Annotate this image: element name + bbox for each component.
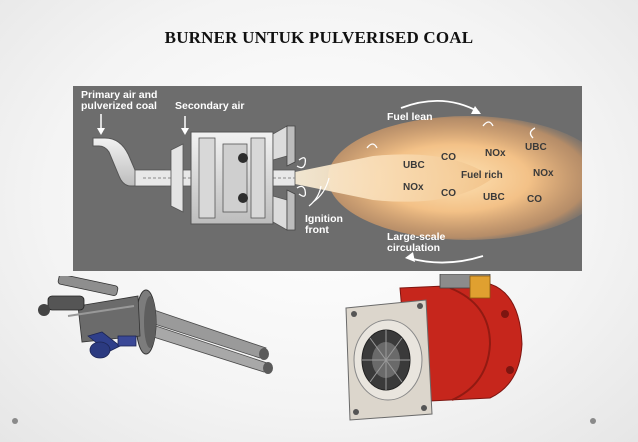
species-nox-1: NOx [485, 148, 506, 159]
label-secondary-air: Secondary air [175, 100, 245, 112]
species-nox-2: NOx [403, 182, 424, 193]
flame-core [295, 154, 493, 202]
coal-burner-lance-photo [38, 276, 273, 374]
species-nox-3: NOx [533, 168, 554, 179]
burner-diagram: Primary air and pulverized coal Secondar… [73, 86, 582, 271]
label-primary-air-1: Primary air and [81, 89, 158, 101]
species-ubc-3: UBC [483, 192, 505, 203]
species-ubc-1: UBC [403, 160, 425, 171]
burner-diagram-graphic [92, 100, 582, 264]
slide-dot-right [590, 418, 596, 424]
species-co-2: CO [441, 188, 456, 199]
label-large-scale-2: circulation [387, 242, 441, 254]
label-fuel-lean: Fuel lean [387, 111, 433, 123]
label-ignition-1: Ignition [305, 213, 343, 225]
red-burner-register-photo [345, 274, 523, 421]
label-large-scale-1: Large-scale [387, 231, 446, 243]
species-co-3: CO [527, 194, 542, 205]
slide-dot-left [12, 418, 18, 424]
slide-title: BURNER UNTUK PULVERISED COAL [164, 28, 474, 47]
label-fuel-rich: Fuel rich [461, 170, 503, 181]
label-primary-air-2: pulverized coal [81, 100, 157, 112]
label-ignition-2: front [305, 224, 329, 236]
species-co-1: CO [441, 152, 456, 163]
species-ubc-2: UBC [525, 142, 547, 153]
